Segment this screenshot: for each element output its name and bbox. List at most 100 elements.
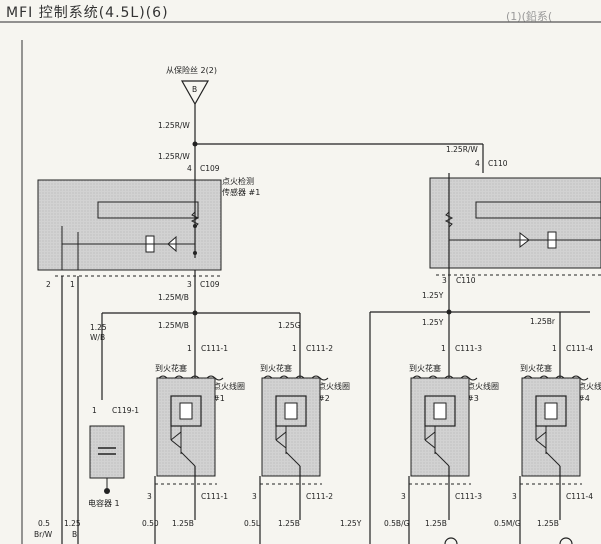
coil4-winding — [535, 395, 567, 427]
c110-pin-bottom: 3 — [442, 276, 447, 285]
coil2-winding — [275, 395, 307, 427]
coil3-plug-label: 到火花塞 — [409, 363, 441, 373]
coil3-core — [433, 402, 447, 420]
coil2-number: #2 — [318, 394, 330, 403]
wire-label-c109-top: 1.25R/W — [158, 152, 190, 161]
sensor-left-name-b: 传感器 #1 — [222, 187, 260, 197]
coil3-connector-top: C111-3 — [455, 344, 482, 353]
fuse-label: 从保险丝 2(2) — [166, 65, 217, 75]
capacitor-connector: C119-1 — [112, 406, 139, 415]
coil1-winding — [170, 395, 202, 427]
coil2-connector-bottom: C111-2 — [306, 492, 333, 501]
coil3-emitter — [434, 451, 450, 467]
coil2-connector-top: C111-2 — [306, 344, 333, 353]
c110-pin-top: 4 — [475, 159, 480, 168]
capacitor-ground — [104, 488, 110, 494]
wire-label-b1a: 0.50 — [142, 519, 159, 528]
coil2-core — [284, 402, 298, 420]
wire-label-b2b: 1.25B — [278, 519, 300, 528]
coil2-name: 点火线圈 — [318, 381, 350, 391]
coil4-transistor — [535, 426, 547, 454]
coil1-pin-top: 1 — [187, 344, 192, 353]
sensor-left-node-a — [193, 224, 197, 228]
coil2-body — [261, 377, 321, 477]
c109-connector-bottom: C109 — [200, 280, 220, 289]
coil3-pin-top: 1 — [441, 344, 446, 353]
wire-label-bottom-left-d: B — [72, 530, 77, 539]
sensor-right-body — [429, 177, 601, 269]
coil4-body — [521, 377, 581, 477]
wire-label-c110-bottom: 1.25Y — [422, 291, 444, 300]
coil4-pin-top: 1 — [552, 344, 557, 353]
sensor-left-body — [37, 179, 222, 271]
coil1-number: #1 — [213, 394, 225, 403]
coil2-emitter — [285, 451, 301, 467]
wire-label-coil2: 1.25G — [278, 321, 301, 330]
c110-connector-top: C110 — [488, 159, 508, 168]
wire-label-bottom-left-b: Br/W — [34, 530, 53, 539]
wire-label-b4b: 1.25B — [425, 519, 447, 528]
ignition-sensor-left: 4 C109 点火检测 传感器 #1 2 1 3 C109 — [37, 164, 260, 289]
fuse-triangle — [180, 80, 210, 106]
coil4-connector-top: C111-4 — [566, 344, 593, 353]
coil3-body — [410, 377, 470, 477]
bottom-splice-right — [559, 537, 573, 544]
wire-label-bottom-left-a: 0.5 — [38, 519, 50, 528]
ignition-sensor-right: 4 C110 3 C110 — [429, 159, 601, 285]
coil1-connector-top: C111-1 — [201, 344, 228, 353]
coil4-connector-bottom: C111-4 — [566, 492, 593, 501]
c109-pin-top: 4 — [187, 164, 192, 173]
page-title: MFI 控制系统(4.5L)(6) — [6, 5, 169, 21]
c109-pin-l2: 1 — [70, 280, 75, 289]
wire-label-c109-bottom: 1.25M/B — [158, 293, 189, 302]
wire-label-bottom-left-c: 1.25 — [64, 519, 81, 528]
page-subtitle: (1)(鉛系( — [506, 10, 553, 23]
coil2-pin-top: 1 — [292, 344, 297, 353]
wire-label-b5a: 0.5M/G — [494, 519, 521, 528]
coil1-name: 点火线圈 — [213, 381, 245, 391]
coil4-pin-bottom: 3 — [512, 492, 517, 501]
c109-connector-top: C109 — [200, 164, 220, 173]
coil3-number: #3 — [467, 394, 479, 403]
coil1-emitter — [180, 451, 196, 467]
coil1-plug-label: 到火花塞 — [155, 363, 187, 373]
coil3-connector-bottom: C111-3 — [455, 492, 482, 501]
bottom-splice-left — [444, 537, 458, 544]
coil3-transistor — [424, 426, 436, 454]
coil3-pin-bottom: 3 — [401, 492, 406, 501]
wire-label-b2a: 0.5L — [244, 519, 261, 528]
wire-label-coil4: 1.25Br — [530, 317, 556, 326]
coil4-name: 点火线圈 — [578, 381, 601, 391]
coil2-plug-label: 到火花塞 — [260, 363, 292, 373]
sensor-right-resistor — [444, 211, 454, 228]
c109-pin-bottom: 3 — [187, 280, 192, 289]
sensor-left-resistor — [190, 211, 200, 228]
coil2-transistor — [275, 426, 287, 454]
capacitor-pin: 1 — [92, 406, 97, 415]
fuse-pin: B — [192, 85, 197, 94]
wire-label-b1b: 1.25B — [172, 519, 194, 528]
wire-label-c110-top: 1.25R/W — [446, 145, 478, 154]
wire-label-cap-a: 1.25 — [90, 323, 107, 332]
sensor-left-inner — [97, 201, 199, 219]
coil4-emitter — [545, 451, 561, 467]
coil1-transistor — [170, 426, 182, 454]
wire-label-cap-b: W/B — [90, 333, 105, 342]
wire-label-c109-feed: 1.25M/B — [158, 321, 189, 330]
coil3-name: 点火线圈 — [467, 381, 499, 391]
wire-label-b4a: 0.5B/G — [384, 519, 410, 528]
capacitor-label: 电容器 1 — [88, 498, 120, 508]
sensor-left-node-b — [193, 251, 197, 255]
sensor-right-inner — [475, 201, 601, 219]
coil1-connector-bottom: C111-1 — [201, 492, 228, 501]
capacitor-body — [89, 425, 125, 479]
coil4-core — [544, 402, 558, 420]
coil4-number: #4 — [578, 394, 590, 403]
capacitor-1: 1 C119-1 电容器 1 — [88, 406, 139, 508]
wire-label-top-left: 1.25R/W — [158, 121, 190, 130]
sensor-left-name-a: 点火检测 — [222, 176, 254, 186]
c110-connector-bottom: C110 — [456, 276, 476, 285]
coil2-pin-bottom: 3 — [252, 492, 257, 501]
